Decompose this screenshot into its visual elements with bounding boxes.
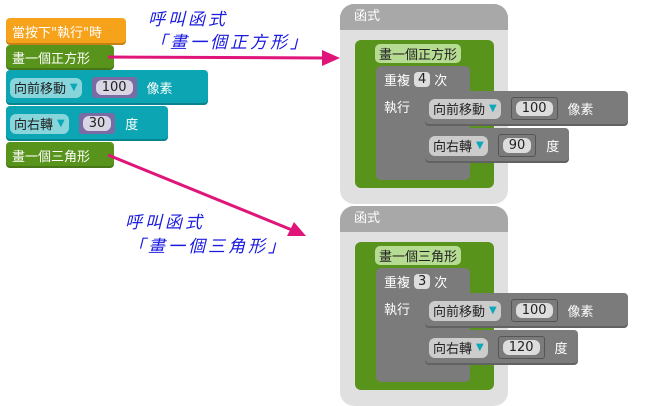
repeat-label: 重複 <box>384 276 411 291</box>
angle-input[interactable]: 120 <box>497 336 545 359</box>
angle-value[interactable]: 90 <box>502 138 532 153</box>
arrow-to-triangle-function <box>107 153 306 236</box>
dropdown-value: 向前移動 <box>14 82 67 97</box>
dropdown-value: 向右轉 <box>433 140 473 155</box>
angle-input[interactable]: 90 <box>497 134 537 157</box>
unit-label: 度 <box>554 342 568 357</box>
times-label: 次 <box>434 276 448 291</box>
dropdown-arrow-icon: ▼ <box>70 82 78 93</box>
repeat-count-input[interactable]: 3 <box>414 274 431 289</box>
event-label: 當按下"執行"時 <box>12 26 102 41</box>
annotation-1-line2: 「畫一個正方形」 <box>150 33 310 53</box>
unit-label: 像素 <box>567 305 594 320</box>
dropdown-arrow-icon: ▼ <box>57 118 65 129</box>
unit-label: 像素 <box>146 82 173 97</box>
move-forward-block[interactable]: 向前移動▼ 100 像素 <box>6 70 208 105</box>
distance-input[interactable]: 100 <box>91 77 137 98</box>
unit-label: 像素 <box>567 103 594 118</box>
function-name-field[interactable]: 畫一個三角形 <box>375 246 462 265</box>
repeat-count-input[interactable]: 4 <box>414 72 431 87</box>
do-label: 執行 <box>384 101 411 116</box>
arrow-to-square-function <box>107 50 340 66</box>
do-label: 執行 <box>384 303 411 318</box>
dropdown-value: 向右轉 <box>14 118 54 133</box>
move-direction-dropdown[interactable]: 向前移動▼ <box>429 98 501 119</box>
turn-direction-dropdown[interactable]: 向右轉▼ <box>429 135 488 156</box>
call-triangle-block[interactable]: 畫一個三角形 <box>6 142 114 168</box>
move-forward-block[interactable]: 向前移動▼ 100 像素 <box>425 91 628 126</box>
turn-right-block[interactable]: 向右轉▼ 30 度 <box>6 106 168 141</box>
annotation-1-line1: 呼叫函式 <box>148 10 228 30</box>
call-square-block[interactable]: 畫一個正方形 <box>6 45 114 70</box>
panel-header: 函式 <box>340 206 508 232</box>
move-forward-block[interactable]: 向前移動▼ 100 像素 <box>425 293 628 328</box>
call-square-label: 畫一個正方形 <box>12 52 91 67</box>
when-run-event-block[interactable]: 當按下"執行"時 <box>6 18 126 45</box>
annotation-2-line1: 呼叫函式 <box>125 213 205 233</box>
turn-right-block[interactable]: 向右轉▼ 120 度 <box>425 330 578 365</box>
panel-header: 函式 <box>340 4 508 30</box>
repeat-label: 重複 <box>384 74 411 89</box>
annotation-2-line2: 「畫一個三角形」 <box>128 237 288 257</box>
call-triangle-label: 畫一個三角形 <box>12 149 91 165</box>
angle-input[interactable]: 30 <box>78 113 116 134</box>
unit-label: 度 <box>546 140 560 155</box>
dropdown-arrow-icon: ▼ <box>489 103 497 114</box>
distance-value[interactable]: 100 <box>515 101 553 116</box>
dropdown-value: 向右轉 <box>433 342 473 357</box>
unit-label: 度 <box>125 118 139 133</box>
angle-value[interactable]: 30 <box>82 116 112 131</box>
angle-value[interactable]: 120 <box>502 340 540 355</box>
move-direction-dropdown[interactable]: 向前移動▼ <box>10 77 82 98</box>
function-name-field[interactable]: 畫一個正方形 <box>375 44 462 63</box>
turn-right-block[interactable]: 向右轉▼ 90 度 <box>425 128 570 163</box>
move-direction-dropdown[interactable]: 向前移動▼ <box>429 300 501 321</box>
times-label: 次 <box>434 74 448 89</box>
dropdown-value: 向前移動 <box>433 103 486 118</box>
distance-input[interactable]: 100 <box>510 97 558 120</box>
turn-direction-dropdown[interactable]: 向右轉▼ <box>429 337 488 358</box>
distance-value[interactable]: 100 <box>515 303 553 318</box>
distance-input[interactable]: 100 <box>510 299 558 322</box>
dropdown-arrow-icon: ▼ <box>476 140 484 151</box>
turn-direction-dropdown[interactable]: 向右轉▼ <box>10 113 69 134</box>
dropdown-value: 向前移動 <box>433 305 486 320</box>
dropdown-arrow-icon: ▼ <box>489 305 497 316</box>
distance-value[interactable]: 100 <box>95 80 133 95</box>
dropdown-arrow-icon: ▼ <box>476 342 484 353</box>
